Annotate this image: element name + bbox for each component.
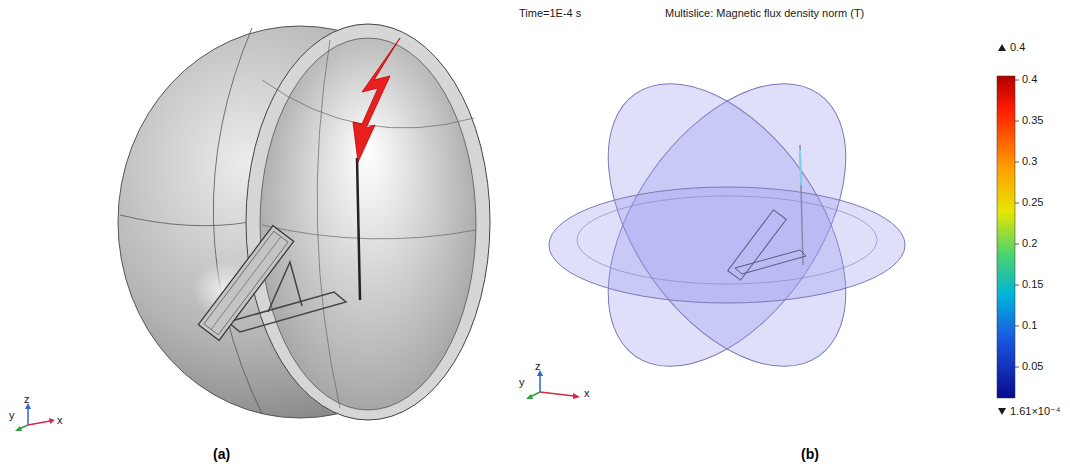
plot-title: Multislice: Magnetic flux density norm (… [665,7,864,20]
lightning-bolt [353,38,400,162]
multislice-plot [549,41,905,409]
tick-label: 0.2 [1022,237,1037,250]
tick-label: 0.1 [1022,319,1037,332]
axis-label: z [24,393,30,406]
tick-label: 0.15 [1022,278,1043,291]
tick-label: 0.25 [1022,196,1043,209]
max-value: 0.4 [1010,41,1025,54]
axis-label: z [535,360,541,373]
axis-label: y [519,376,525,389]
axis-triad [526,370,580,399]
hemisphere [118,24,490,420]
axis-label: x [584,387,590,400]
min-value: 1.61×10⁻⁴ [1010,405,1061,418]
tick-label: 0.4 [1022,73,1037,86]
lightning-rod [357,158,360,300]
panel-label: (b) [801,446,819,462]
tick-label: 0.3 [1022,155,1037,168]
tick-label: 0.05 [1022,360,1043,373]
solar-panel [198,226,346,341]
axis-label: y [9,409,15,422]
time-stamp: Time=1E-4 s [519,7,581,20]
color-bar [997,44,1019,415]
tick-label: 0.35 [1022,114,1043,127]
axis-triad [15,403,55,431]
panel-label: (a) [213,446,230,462]
axis-label: x [57,414,63,427]
